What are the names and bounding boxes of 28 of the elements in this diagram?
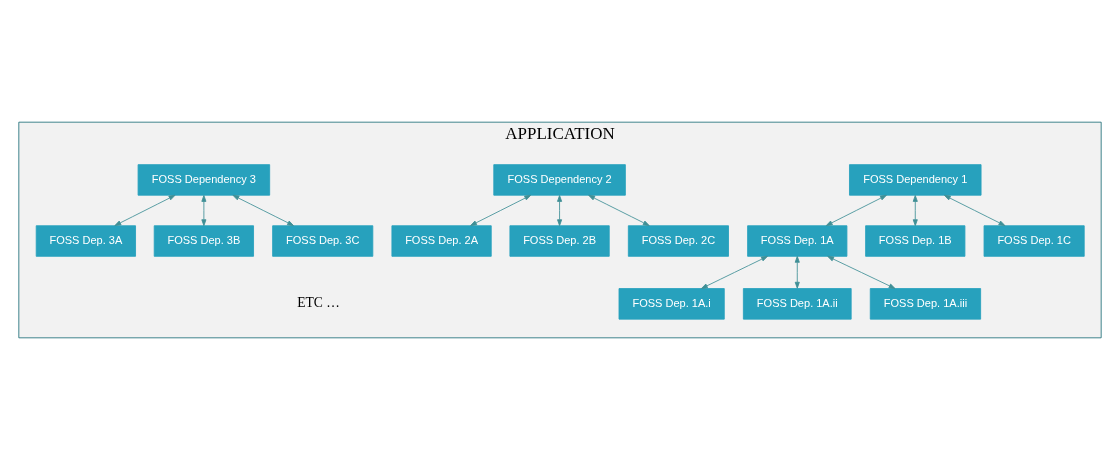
label: ETC … xyxy=(297,294,340,310)
node-box: FOSS Dep. 1A.ii xyxy=(742,287,852,320)
node-box: FOSS Dep. 1B xyxy=(865,224,966,257)
node-box: FOSS Dep. 3A xyxy=(35,224,136,257)
arrow xyxy=(588,194,650,226)
arrow xyxy=(794,255,800,289)
node-box: FOSS Dependency 2 xyxy=(493,163,626,196)
node-box: FOSS Dep. 2A xyxy=(391,224,492,257)
node-box: FOSS Dep. 2B xyxy=(509,224,610,257)
arrow xyxy=(114,194,176,226)
node-box: FOSS Dep. 3C xyxy=(272,224,374,257)
node-box: FOSS Dependency 3 xyxy=(137,163,271,196)
node-box: FOSS Dep. 1A.i xyxy=(618,287,725,320)
arrow xyxy=(827,255,896,289)
arrow xyxy=(201,194,207,226)
arrow xyxy=(232,194,294,226)
arrow xyxy=(943,194,1006,226)
arrow xyxy=(470,194,532,226)
arrow xyxy=(912,194,918,226)
arrow xyxy=(825,194,887,226)
arrow xyxy=(557,194,563,226)
node-box: FOSS Dep. 2C xyxy=(627,224,729,257)
node-box: FOSS Dep. 3B xyxy=(153,224,254,257)
node-box: FOSS Dep. 1C xyxy=(983,224,1085,257)
node-box: FOSS Dep. 1A xyxy=(747,224,848,257)
node-box: FOSS Dep. 1A.iii xyxy=(869,287,982,320)
arrow xyxy=(701,255,768,289)
node-box: FOSS Dependency 1 xyxy=(849,163,982,196)
